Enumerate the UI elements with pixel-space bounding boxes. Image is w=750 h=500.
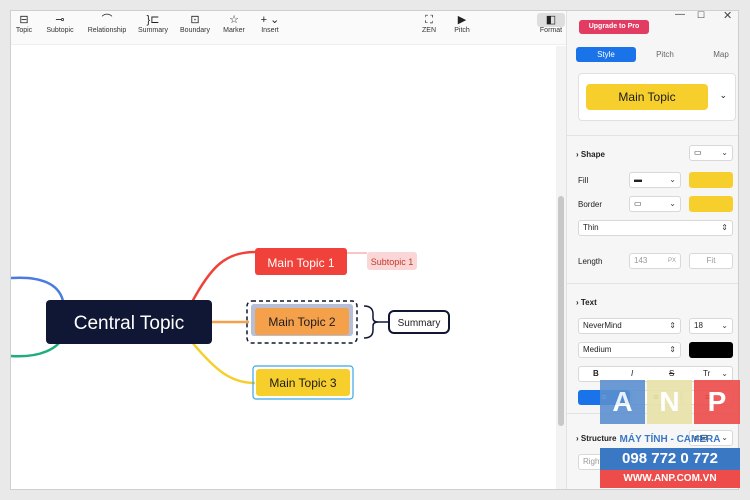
length-label: Length: [578, 257, 603, 266]
left-branch-blue: [11, 276, 65, 302]
summary-icon: }⊏: [146, 14, 160, 26]
updown-icon: ⇕: [721, 223, 728, 232]
chevron-down-icon[interactable]: ⌄: [719, 90, 727, 100]
chevron-down-icon: ⌄: [669, 175, 676, 184]
branch-topic-1: [189, 250, 256, 305]
font-size-select[interactable]: 18⌄: [689, 318, 733, 334]
subtopic-button[interactable]: ⊸ Subtopic: [43, 13, 77, 34]
chevron-down-icon: ⌄: [721, 321, 728, 330]
text-heading[interactable]: › Text: [576, 298, 597, 307]
strikethrough-button[interactable]: S: [669, 369, 675, 378]
watermark-letter-p: P: [694, 380, 740, 424]
chevron-down-icon: ⌄: [669, 199, 676, 208]
border-width-select[interactable]: Thin⇕: [578, 220, 733, 236]
play-icon: ▶: [457, 14, 467, 26]
central-topic[interactable]: [46, 300, 212, 344]
border-rect-icon: ▭: [634, 199, 642, 208]
main-topic-2[interactable]: [255, 308, 349, 335]
zen-icon: ⛶: [425, 14, 433, 26]
main-topic-1-label: Main Topic 1: [267, 256, 334, 270]
main-topic-1[interactable]: [255, 248, 347, 275]
summary-label: Summary: [398, 318, 441, 329]
map-canvas[interactable]: Central Topic Main Topic 1 Subtopic 1 Ma…: [11, 46, 556, 489]
anp-watermark: A N P MÁY TÍNH - CAMERA 098 772 0 772 WW…: [600, 380, 740, 490]
toolbar: ⊟ Topic ⊸ Subtopic ⌒ Relationship }⊏ Sum…: [11, 11, 566, 45]
zen-button[interactable]: ⛶ ZEN: [417, 13, 441, 34]
structure-icon: ⊏⊟: [694, 433, 708, 442]
topic-3-hover-frame: [252, 365, 354, 400]
boundary-button[interactable]: ⊡ Boundary: [177, 13, 213, 34]
star-icon: ☆: [229, 14, 239, 26]
boundary-icon: ⊡: [190, 14, 200, 26]
border-color-swatch[interactable]: [689, 196, 733, 212]
fill-pattern-select[interactable]: ▬⌄: [629, 172, 681, 188]
topic-button[interactable]: ⊟ Topic: [13, 13, 35, 34]
main-topic-3-label: Main Topic 3: [269, 376, 336, 390]
tab-map[interactable]: Map: [713, 50, 729, 59]
plus-icon: + ⌄: [260, 14, 280, 26]
border-label: Border: [578, 200, 603, 209]
subtopic-1-label: Subtopic 1: [371, 257, 414, 267]
structure-select[interactable]: ⊏⊟ ⌄: [689, 430, 733, 446]
maximize-icon[interactable]: ☐: [697, 10, 706, 20]
marker-button[interactable]: ☆ Marker: [219, 13, 249, 34]
mind-map: Central Topic Main Topic 1 Subtopic 1 Ma…: [11, 248, 450, 400]
fill-color-swatch[interactable]: [689, 172, 733, 188]
solid-fill-icon: ▬: [634, 175, 642, 184]
shape-select[interactable]: ▭⌄: [689, 145, 733, 161]
branch-topic-3: [190, 340, 256, 385]
updown-icon: ⇕: [669, 345, 676, 354]
minimize-icon[interactable]: —: [675, 10, 685, 20]
shape-section: › Shape ▭⌄ Fill ▬⌄ Border ▭⌄ Thin⇕ Lengt…: [567, 135, 738, 283]
format-icon: ◧: [537, 13, 565, 27]
watermark-letter-n: N: [647, 380, 692, 424]
insert-button[interactable]: + ⌄ Insert: [255, 13, 285, 34]
main-topic-2-label: Main Topic 2: [268, 315, 335, 329]
relationship-icon: ⌒: [101, 14, 113, 26]
text-color-swatch[interactable]: [689, 342, 733, 358]
unit-label: PX: [667, 258, 676, 264]
italic-button[interactable]: I: [631, 369, 634, 378]
chevron-down-icon: ⌄: [721, 148, 728, 157]
fit-button[interactable]: Fit: [689, 253, 733, 269]
updown-icon: ⇕: [669, 321, 676, 330]
canvas-scrollbar[interactable]: [556, 46, 566, 489]
border-shape-select[interactable]: ▭⌄: [629, 196, 681, 212]
font-weight-select[interactable]: Medium⇕: [578, 342, 681, 358]
upgrade-button[interactable]: Upgrade to Pro: [579, 20, 649, 34]
text-case-button[interactable]: Tr: [703, 369, 711, 378]
font-family-select[interactable]: NeverMind⇕: [578, 318, 681, 334]
central-topic-label: Central Topic: [74, 313, 185, 334]
format-button[interactable]: ◧ Format: [537, 13, 565, 34]
subtopic-1[interactable]: [367, 252, 417, 270]
structure-heading[interactable]: › Structure: [576, 434, 617, 443]
chevron-down-icon: ⌄: [721, 433, 728, 442]
subtopic-icon: ⊸: [55, 14, 65, 26]
style-preview[interactable]: Main Topic ⌄: [578, 73, 736, 121]
watermark-site: WWW.ANP.COM.VN: [600, 470, 740, 488]
close-icon[interactable]: ✕: [723, 10, 733, 22]
tab-style[interactable]: Style: [576, 47, 636, 62]
selection-frame: [246, 300, 358, 344]
scrollbar-thumb[interactable]: [558, 196, 564, 426]
summary-topic[interactable]: [388, 310, 450, 334]
summary-button[interactable]: }⊏ Summary: [135, 13, 171, 34]
pitch-button[interactable]: ▶ Pitch: [449, 13, 475, 34]
main-topic-3[interactable]: [256, 369, 350, 396]
tab-pitch[interactable]: Pitch: [656, 50, 674, 59]
watermark-tagline: MÁY TÍNH - CAMERA: [619, 434, 721, 445]
preview-topic: Main Topic: [586, 84, 708, 110]
watermark-phone: 098 772 0 772: [600, 448, 740, 470]
relationship-button[interactable]: ⌒ Relationship: [85, 13, 129, 34]
topic-icon: ⊟: [19, 14, 29, 26]
bold-button[interactable]: B: [593, 369, 599, 378]
rounded-rect-icon: ▭: [694, 148, 702, 157]
chevron-down-icon: ⌄: [721, 369, 728, 378]
fill-label: Fill: [578, 176, 589, 185]
summary-brace: [363, 305, 379, 339]
shape-heading[interactable]: › Shape: [576, 150, 605, 159]
watermark-letter-a: A: [600, 380, 645, 424]
